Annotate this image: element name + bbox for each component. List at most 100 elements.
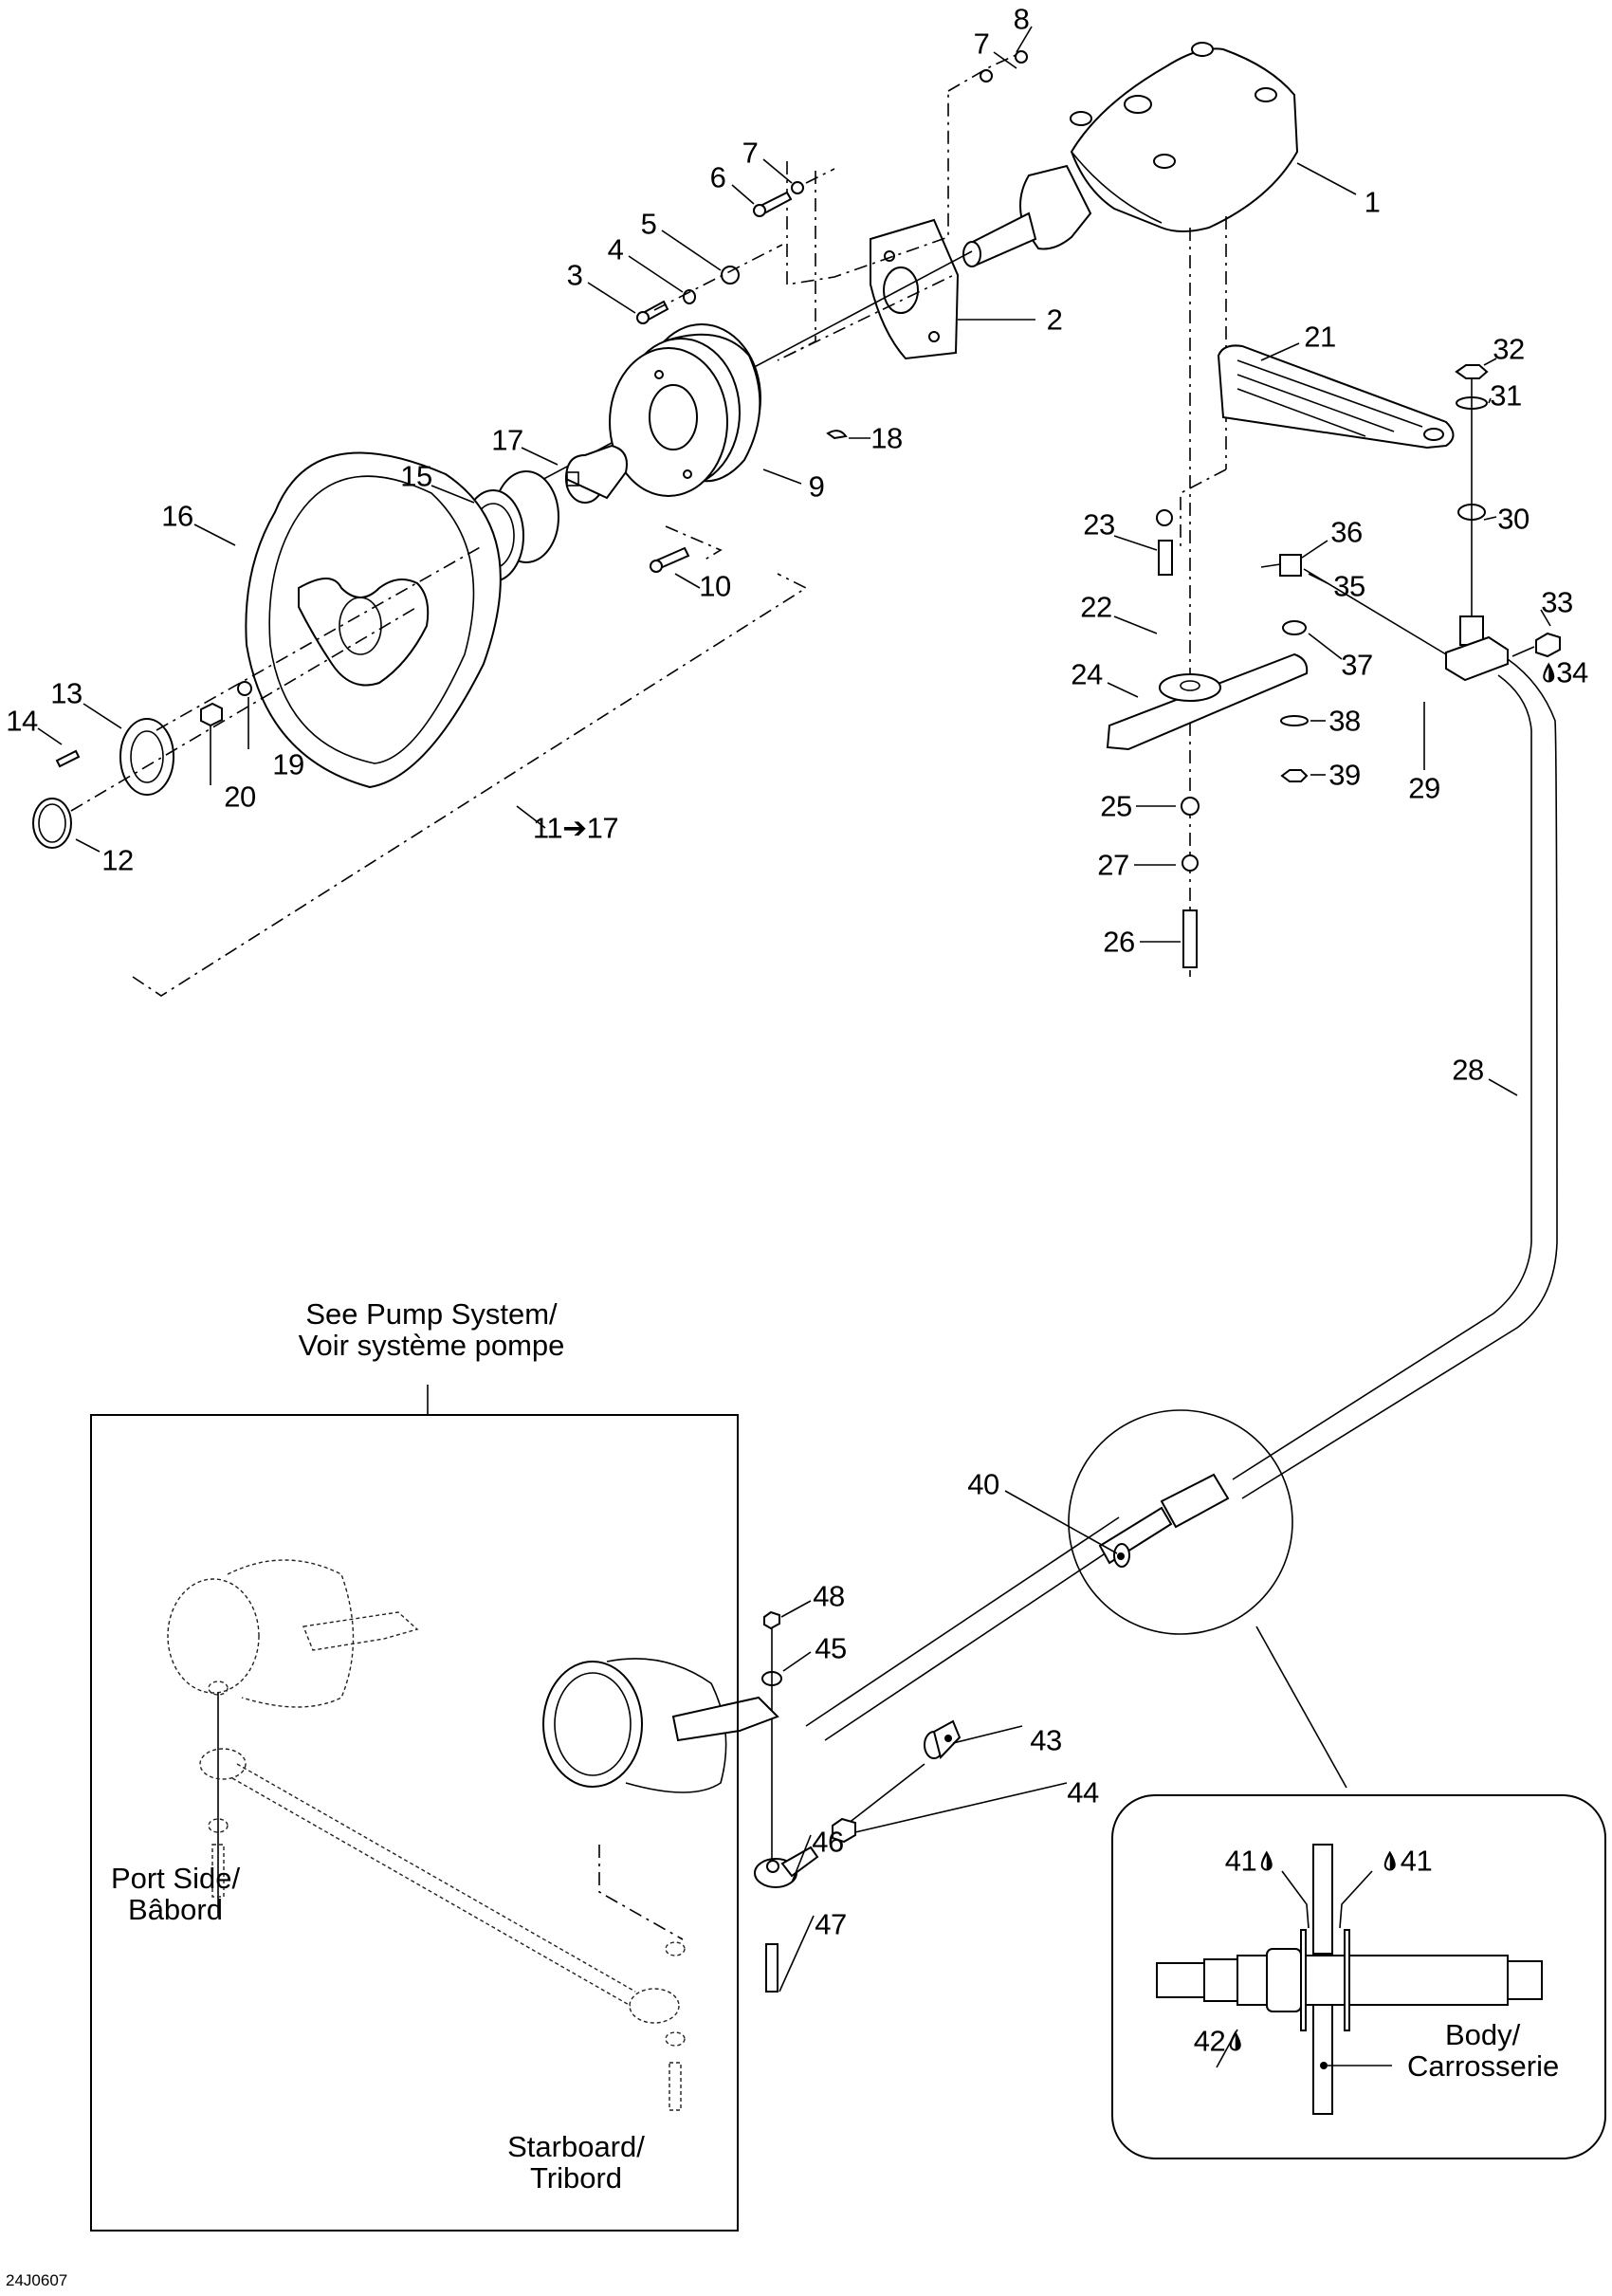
part-tie-rod-ghost — [199, 1681, 686, 2111]
note-starboard-fr: Tribord — [529, 2160, 623, 2195]
part-lower-bracket — [1106, 652, 1309, 751]
part-washer-25 — [1181, 797, 1200, 816]
guide-line — [156, 544, 485, 731]
oil-drop-icon — [1383, 1850, 1396, 1871]
callout-17: 17 — [491, 423, 523, 457]
part-washer-23 — [1156, 509, 1173, 526]
callout-15: 15 — [400, 459, 432, 493]
pump-system-box — [90, 1414, 739, 2232]
part-bolt-26 — [1182, 909, 1198, 968]
callout-5: 5 — [640, 207, 657, 241]
guide-line — [947, 51, 1023, 92]
callout-4: 4 — [607, 232, 624, 266]
leader-lines — [37, 26, 1551, 1993]
part-steering-cable — [805, 658, 1558, 1741]
part-helm-housing — [962, 42, 1299, 267]
callout-24: 24 — [1071, 657, 1103, 691]
guide-line — [598, 1845, 684, 1940]
guide-line — [777, 171, 959, 361]
callout-35: 35 — [1333, 569, 1365, 603]
callout-20: 20 — [224, 780, 256, 814]
part-nut-32 — [1455, 364, 1489, 379]
note-body-en: Body/ — [1445, 2018, 1521, 2051]
part-bolt-47 — [765, 1943, 779, 1993]
inset-bulkhead-fitting — [1156, 1844, 1543, 2115]
callout-27: 27 — [1097, 848, 1129, 882]
note-starboard: Starboard/ Tribord — [493, 2131, 659, 2195]
note-pump-system-fr: Voir système pompe — [298, 1328, 565, 1362]
guide-line — [70, 606, 418, 812]
part-cable-block-29 — [1445, 615, 1509, 682]
callout-9: 9 — [808, 469, 825, 504]
callout-13: 13 — [50, 676, 82, 710]
callout-7-top: 7 — [973, 27, 990, 61]
callout-14: 14 — [6, 704, 38, 738]
part-screw-14 — [55, 749, 81, 768]
note-body: Body/ Carrosserie — [1407, 2018, 1559, 2082]
guide-line — [1180, 468, 1227, 550]
callout-41-right: 41 — [1383, 1846, 1433, 1876]
callout-16: 16 — [161, 499, 193, 533]
callout-2: 2 — [1046, 303, 1063, 337]
callout-33: 33 — [1541, 585, 1573, 619]
callout-41-left-number: 41 — [1224, 1844, 1257, 1878]
callout-8: 8 — [1013, 2, 1030, 36]
callout-10: 10 — [699, 569, 731, 603]
part-washer-7 — [791, 181, 804, 194]
callout-48: 48 — [813, 1579, 845, 1613]
oil-drop-icon — [1261, 1850, 1273, 1871]
detail-circle — [1068, 1409, 1293, 1635]
part-nut-39 — [1280, 769, 1309, 782]
callout-42: 42 — [1194, 2027, 1243, 2056]
guide-line — [653, 244, 783, 311]
part-bushing-37 — [1282, 620, 1307, 635]
part-key-18 — [826, 430, 848, 440]
callout-37: 37 — [1341, 648, 1373, 682]
callout-19: 19 — [272, 747, 304, 781]
callout-11-17: 11➔17 — [532, 811, 619, 845]
callout-21: 21 — [1304, 320, 1336, 354]
callout-34: 34 — [1541, 658, 1588, 688]
callout-6: 6 — [709, 160, 726, 194]
group-bracket-11-17 — [132, 573, 808, 997]
note-port-side-en: Port Side/ — [110, 1862, 241, 1895]
part-steering-wheel — [245, 451, 502, 789]
part-nut-8 — [1015, 50, 1028, 64]
part-nut-48 — [763, 1610, 780, 1630]
guide-line — [786, 91, 949, 285]
callout-30: 30 — [1497, 502, 1530, 536]
guide-line — [805, 168, 835, 184]
part-screw-10 — [650, 546, 690, 573]
callout-38: 38 — [1328, 704, 1361, 738]
note-pump-system: See Pump System/ Voir système pompe — [275, 1298, 588, 1362]
callout-25: 25 — [1100, 789, 1132, 823]
callout-39: 39 — [1328, 758, 1361, 792]
part-hub-adapter — [609, 323, 761, 497]
callout-29: 29 — [1408, 771, 1440, 805]
callout-28: 28 — [1452, 1053, 1484, 1087]
part-ball-joint-36 — [1279, 554, 1302, 577]
part-collar-43 — [924, 1719, 962, 1759]
callout-36: 36 — [1330, 515, 1363, 549]
part-spline-insert — [564, 444, 628, 504]
callout-47: 47 — [815, 1907, 847, 1941]
part-mounting-plate — [870, 218, 960, 360]
callout-12: 12 — [101, 843, 134, 877]
callout-7: 7 — [742, 136, 759, 170]
part-bolt-22 — [1158, 540, 1173, 576]
callout-3: 3 — [566, 258, 583, 292]
callout-22: 22 — [1080, 590, 1112, 624]
callout-44: 44 — [1067, 1775, 1099, 1809]
part-washer-7-top — [980, 69, 993, 83]
note-port-side-fr: Bâbord — [128, 1892, 223, 1926]
arrow — [1511, 646, 1535, 657]
inset-detail-box — [1111, 1794, 1606, 2159]
oil-drop-icon — [1543, 662, 1555, 683]
detail-leader — [1255, 1626, 1347, 1789]
callout-31: 31 — [1490, 378, 1522, 413]
part-nut-20 — [200, 702, 223, 727]
part-jam-nut-33 — [1535, 632, 1561, 658]
part-screw-6 — [753, 191, 793, 217]
callout-1: 1 — [1364, 185, 1381, 219]
